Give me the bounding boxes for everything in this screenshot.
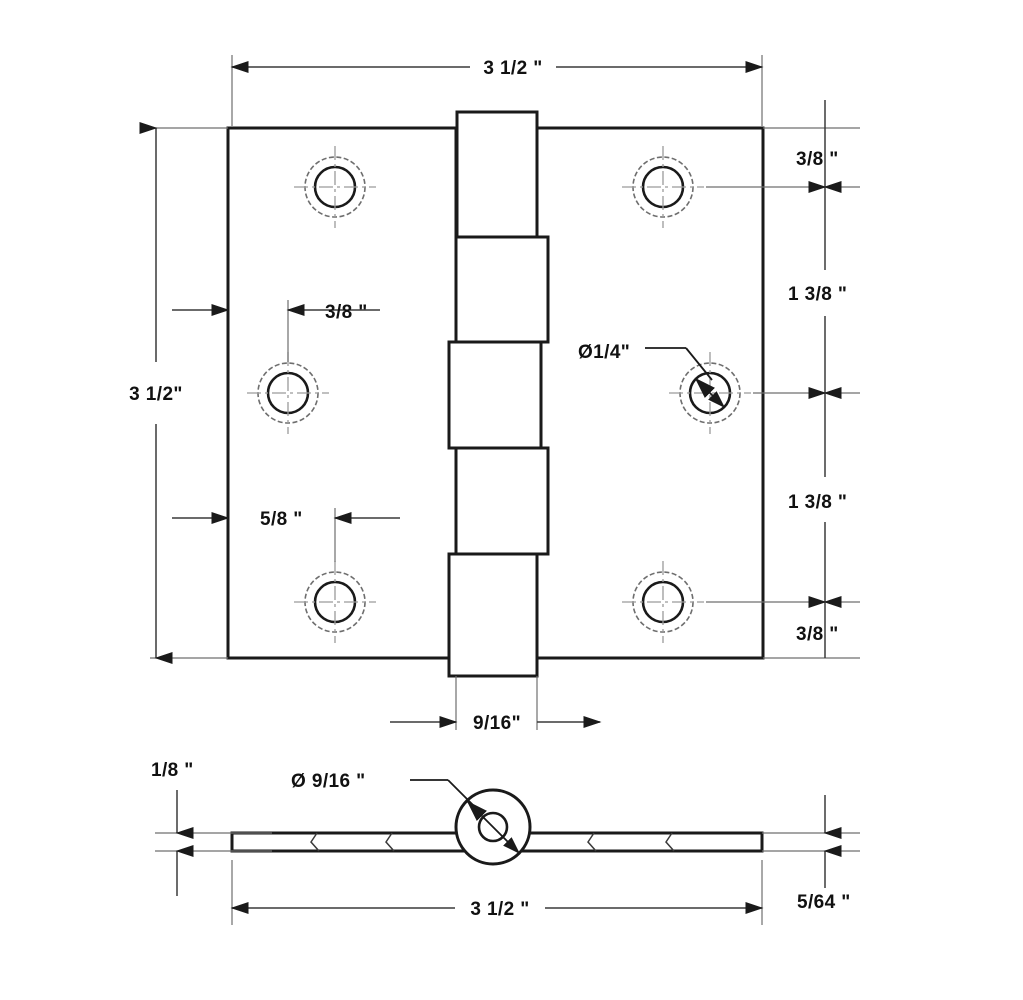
knuckle-segment-5 (447, 552, 539, 678)
screw-hole-top-right (622, 146, 704, 228)
side-view-dimensions (155, 779, 860, 925)
barrel-diameter-arrow (466, 800, 521, 855)
dim-text-side-overall-length: 3 1/2 " (470, 899, 529, 920)
dim-text-left-offset-upper: 3/8 " (325, 302, 368, 323)
side-right-leaf (520, 831, 764, 853)
dim-text-leaf-gauge: 5/64 " (797, 892, 851, 913)
knuckle-segment-4 (454, 446, 550, 556)
knuckle-segment-3 (447, 340, 543, 450)
dim-text-spacing-upper: 1 3/8 " (788, 284, 847, 305)
dim-text-overall-height: 3 1/2" (129, 384, 183, 405)
front-view-geometry (226, 110, 765, 678)
break-line-right-1 (587, 832, 597, 852)
screw-hole-bottom-right (622, 561, 704, 643)
side-left-leaf (230, 831, 470, 853)
screw-hole-middle-right (669, 352, 751, 434)
break-line-left-2 (385, 832, 395, 852)
dim-text-leaf-thickness: 1/8 " (151, 760, 194, 781)
left-leaf-outline (226, 126, 458, 660)
break-line-left-1 (310, 832, 320, 852)
screw-hole-top-left (294, 146, 376, 228)
side-view-geometry (230, 788, 764, 866)
dim-text-bottom-offset: 3/8 " (796, 624, 839, 645)
dim-text-barrel-diameter: Ø 9/16 " (291, 771, 366, 792)
dimension-text-layer: 3 1/2 " 3 1/2" 3/8 " 1 3/8 " 1 3/8 " 3/8… (129, 58, 851, 920)
front-view-dimensions (139, 55, 860, 730)
dim-text-top-offset: 3/8 " (796, 149, 839, 170)
screw-hole-bottom-left (294, 561, 376, 643)
dim-text-hole-diameter: Ø1/4" (578, 342, 630, 363)
dim-text-spacing-lower: 1 3/8 " (788, 492, 847, 513)
dim-text-left-offset-lower: 5/8 " (260, 509, 303, 530)
screw-hole-middle-left (247, 352, 329, 434)
knuckle-segment-2 (454, 235, 550, 344)
break-line-right-2 (665, 832, 675, 852)
knuckle-segment-1 (455, 110, 539, 239)
dim-text-overall-width: 3 1/2 " (483, 58, 542, 79)
dim-text-knuckle-width: 9/16" (473, 713, 521, 734)
